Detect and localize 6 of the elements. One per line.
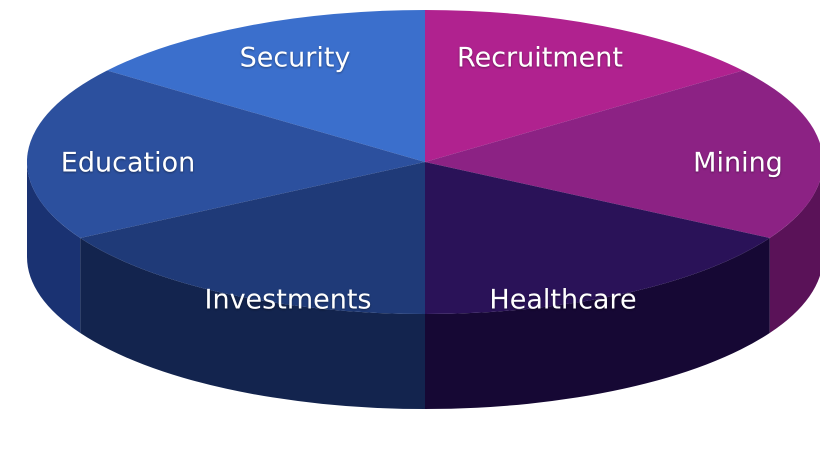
slice-label: Education — [60, 148, 196, 178]
slice-label: Security — [240, 42, 350, 74]
slice-label: Healthcare — [489, 284, 637, 316]
slice-label: Recruitment — [457, 42, 623, 74]
slice-label: Investments — [204, 284, 372, 316]
slice-label: Mining — [693, 148, 783, 178]
